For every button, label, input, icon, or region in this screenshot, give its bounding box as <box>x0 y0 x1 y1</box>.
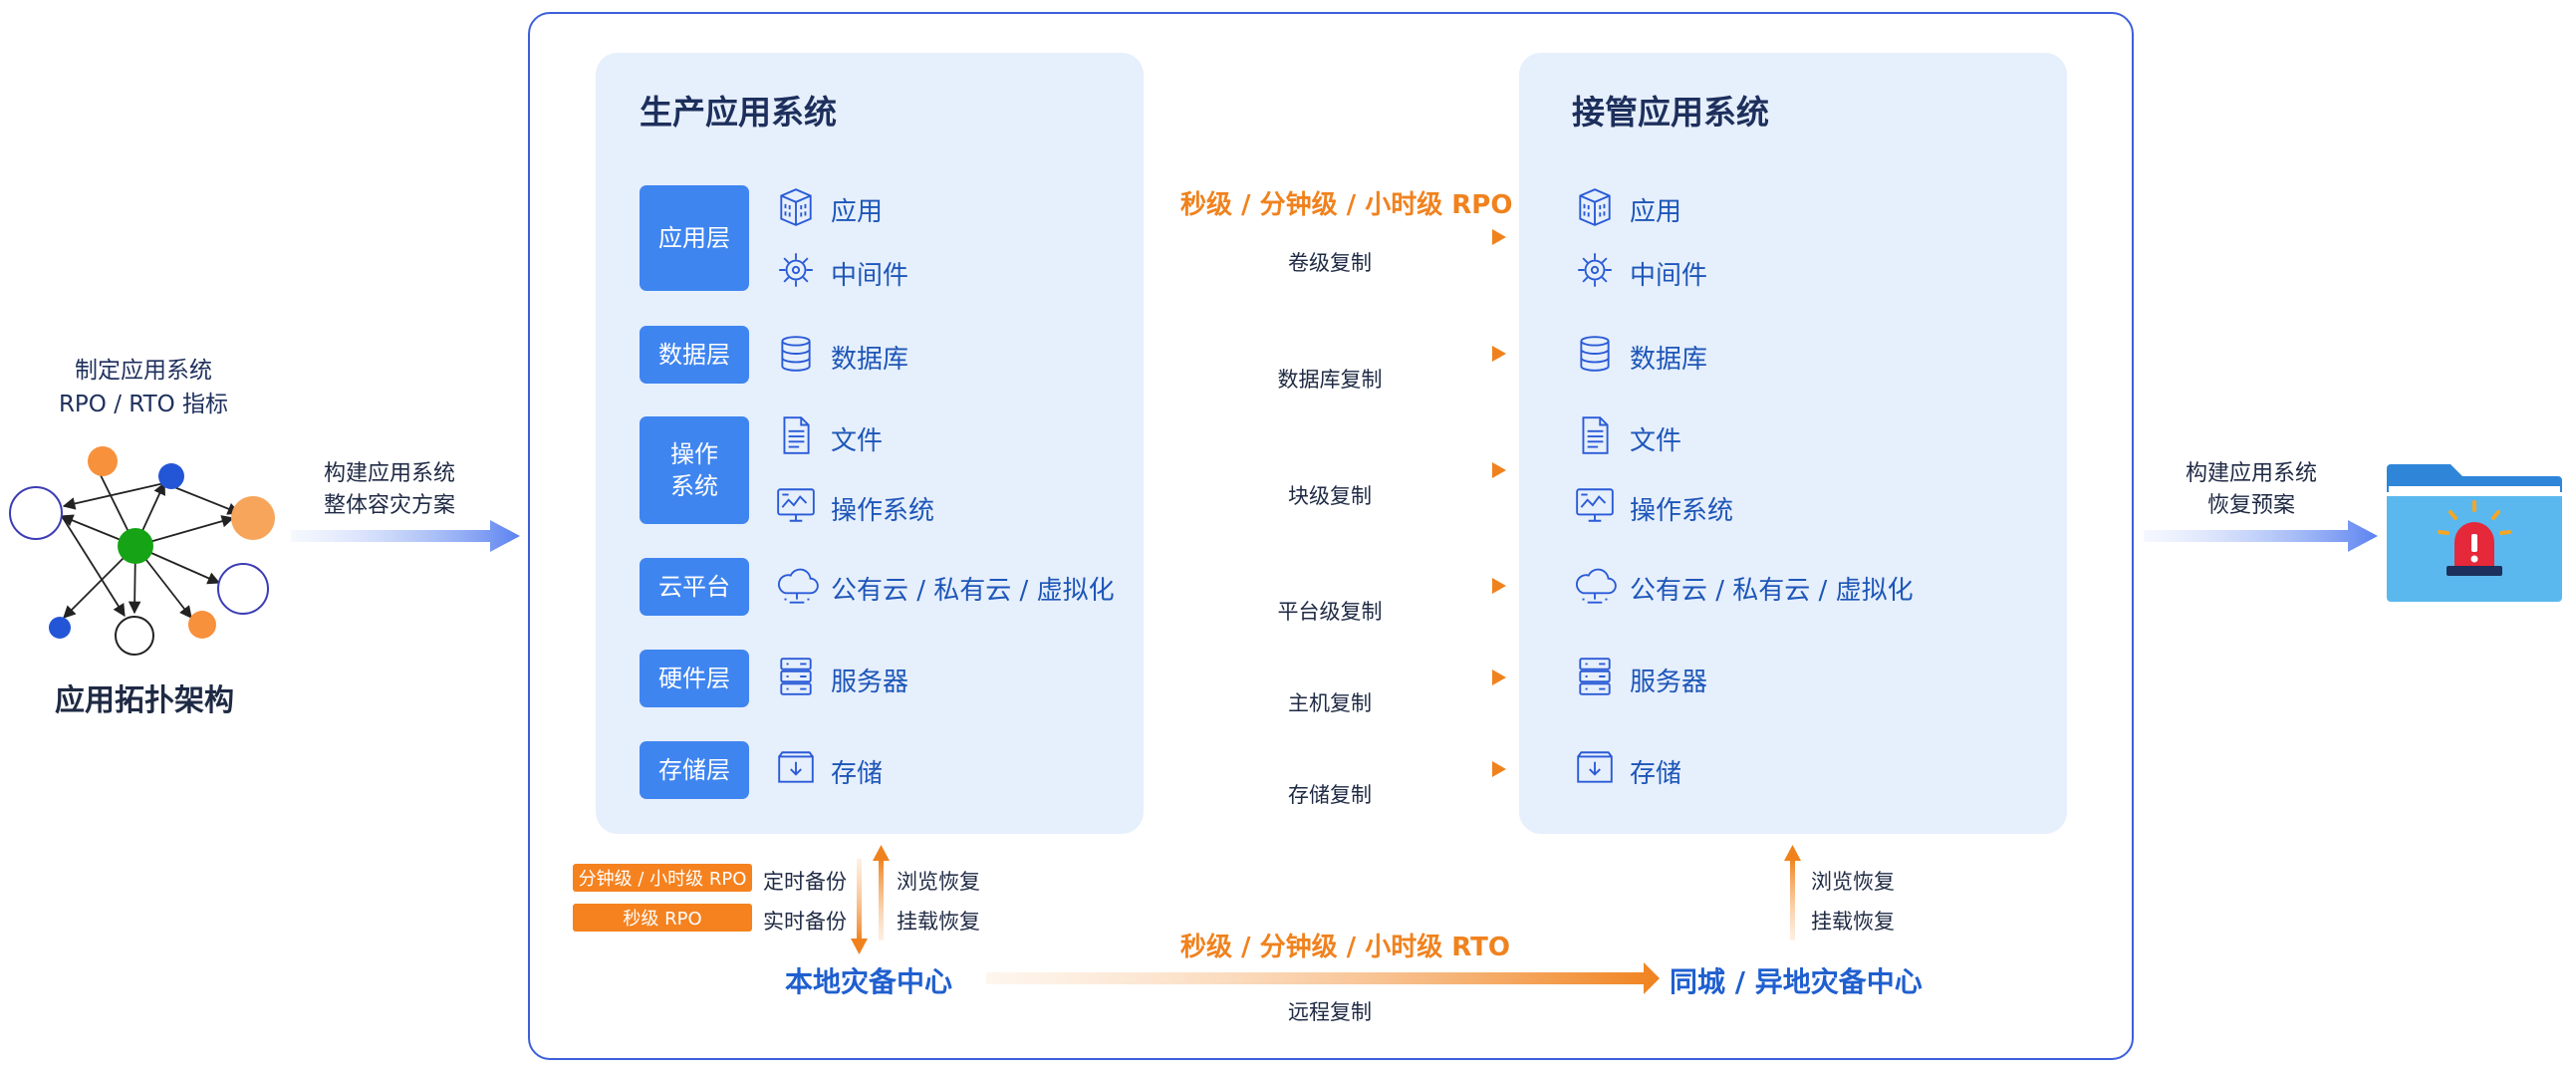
dr-frame <box>528 12 2134 1060</box>
takeover-item-server: 服务器 <box>1630 668 1708 697</box>
takeover-item-cloud: 公有云 / 私有云 / 虚拟化 <box>1630 576 1914 606</box>
storage-replication: 存储复制 <box>1288 783 1372 807</box>
app-building-icon <box>775 185 817 227</box>
mount-restore-right: 挂载恢复 <box>1811 910 1895 934</box>
takeover-title: 接管应用系统 <box>1572 93 1769 132</box>
plan-line1: 构建应用系统 <box>2185 461 2317 486</box>
cloud-icon <box>1571 564 1619 606</box>
node-orange-top <box>88 446 118 476</box>
topology-caption: 应用拓扑架构 <box>55 683 234 718</box>
item-middleware: 中间件 <box>831 261 909 291</box>
build-line2: 整体容灾方案 <box>323 493 455 518</box>
database-icon <box>1574 333 1616 375</box>
production-title: 生产应用系统 <box>640 93 837 132</box>
os-monitor-icon <box>1574 484 1616 526</box>
restore-up-arrow <box>879 859 884 940</box>
node-hollow-left <box>9 486 63 540</box>
takeover-item-app: 应用 <box>1630 197 1682 227</box>
rpo-rto-goal: 制定应用系统 RPO / RTO 指标 <box>44 354 243 421</box>
layer-os-line1: 操作 <box>670 440 718 468</box>
takeover-item-os: 操作系统 <box>1630 496 1734 526</box>
middleware-gear-icon <box>775 249 817 291</box>
node-orange-bottom <box>188 611 216 639</box>
rpo-title: 秒级 / 分钟级 / 小时级 RPO <box>1180 190 1513 220</box>
remote-replication: 远程复制 <box>1288 1000 1372 1024</box>
folder-alarm-icon <box>2385 460 2564 604</box>
takeover-item-database: 数据库 <box>1630 345 1708 375</box>
layer-os-line2: 系统 <box>670 472 718 500</box>
badge-rpo-second: 秒级 RPO <box>573 904 752 932</box>
takeover-item-middleware: 中间件 <box>1630 261 1708 291</box>
item-database: 数据库 <box>831 345 909 375</box>
middleware-gear-icon <box>1574 249 1616 291</box>
storage-icon <box>1574 747 1616 789</box>
scheduled-backup: 定时备份 <box>763 870 847 894</box>
item-storage: 存储 <box>831 759 884 789</box>
database-icon <box>775 333 817 375</box>
goal-line1: 制定应用系统 <box>75 358 212 384</box>
browse-restore: 浏览恢复 <box>897 870 980 894</box>
takeover-item-storage: 存储 <box>1630 759 1682 789</box>
badge-rpo-minute: 分钟级 / 小时级 RPO <box>573 864 752 892</box>
realtime-backup: 实时备份 <box>763 910 847 934</box>
node-hollow-right <box>217 563 269 615</box>
os-monitor-icon <box>775 484 817 526</box>
block-replication: 块级复制 <box>1288 484 1372 508</box>
server-icon <box>1574 656 1616 697</box>
node-hollow-bottom <box>115 616 154 656</box>
build-line1: 构建应用系统 <box>323 461 455 486</box>
item-os: 操作系统 <box>831 496 935 526</box>
goal-line2: RPO / RTO 指标 <box>58 392 229 417</box>
mount-restore: 挂载恢复 <box>897 910 980 934</box>
layer-hardware: 硬件层 <box>640 650 749 707</box>
topology-nodes <box>9 446 275 656</box>
layer-cloud: 云平台 <box>640 558 749 616</box>
file-icon <box>775 414 817 456</box>
remote-dr-center: 同城 / 异地灾备中心 <box>1670 965 1923 998</box>
takeover-panel <box>1519 53 2067 834</box>
left-build-arrow <box>291 520 520 552</box>
restore-up-arrow-right <box>1790 859 1795 940</box>
remote-replication-arrow <box>986 962 1660 994</box>
volume-replication: 卷级复制 <box>1288 251 1372 275</box>
browse-restore-right: 浏览恢复 <box>1811 870 1895 894</box>
recovery-plan-label: 构建应用系统 恢复预案 <box>2162 458 2341 522</box>
host-replication: 主机复制 <box>1288 691 1372 715</box>
rto-title: 秒级 / 分钟级 / 小时级 RTO <box>1180 933 1510 962</box>
layer-app: 应用层 <box>640 185 749 291</box>
node-blue-top <box>158 463 184 489</box>
item-server: 服务器 <box>831 668 909 697</box>
platform-replication: 平台级复制 <box>1277 600 1383 624</box>
right-plan-arrow <box>2144 520 2378 552</box>
local-dr-center: 本地灾备中心 <box>785 965 953 998</box>
replication-arrows <box>1165 235 1494 771</box>
build-plan-label: 构建应用系统 整体容灾方案 <box>305 458 474 522</box>
takeover-item-file: 文件 <box>1630 426 1682 456</box>
file-icon <box>1574 414 1616 456</box>
storage-icon <box>775 747 817 789</box>
database-replication: 数据库复制 <box>1277 368 1383 392</box>
item-app: 应用 <box>831 197 884 227</box>
item-file: 文件 <box>831 426 884 456</box>
server-icon <box>775 656 817 697</box>
node-blue-bottom <box>49 617 71 639</box>
layer-os: 操作系统 <box>640 416 749 524</box>
node-orange-right <box>231 496 275 540</box>
layer-data: 数据层 <box>640 326 749 384</box>
app-building-icon <box>1574 185 1616 227</box>
node-green-center <box>118 528 153 564</box>
item-cloud: 公有云 / 私有云 / 虚拟化 <box>831 576 1115 606</box>
plan-line2: 恢复预案 <box>2206 493 2295 518</box>
cloud-icon <box>773 564 821 606</box>
backup-down-arrow <box>857 859 862 940</box>
layer-storage: 存储层 <box>640 741 749 799</box>
